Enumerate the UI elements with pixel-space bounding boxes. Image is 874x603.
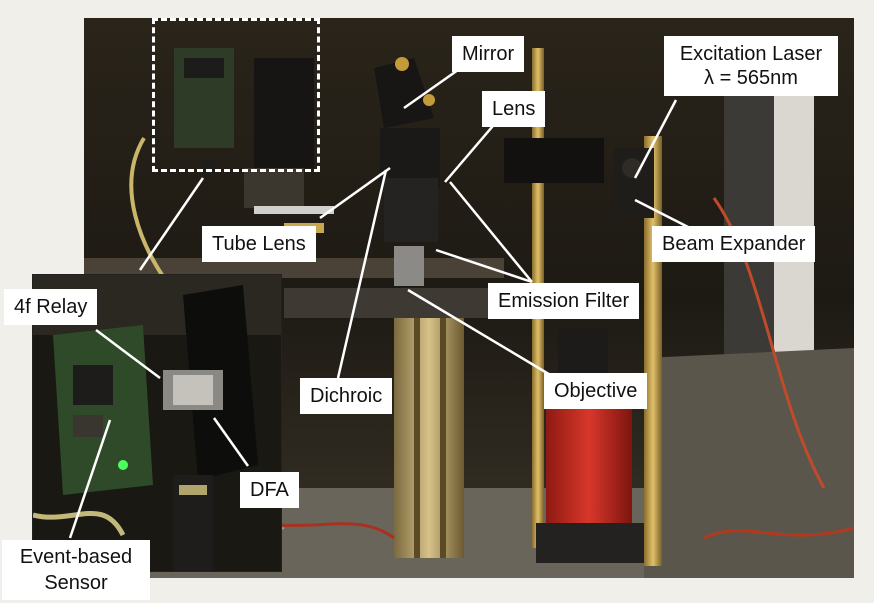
objective-label: Objective xyxy=(544,373,648,409)
objective-pointer xyxy=(407,288,553,378)
inset-to-box-pointer xyxy=(138,177,205,271)
emission-filter-pointer-b xyxy=(435,248,533,284)
beam-expander-pointer xyxy=(634,198,691,230)
dichroic-pointer xyxy=(336,169,388,379)
event-sensor-label: Event-based Sensor xyxy=(2,540,150,600)
mirror-label: Mirror xyxy=(452,36,525,72)
emission-filter-label: Emission Filter xyxy=(488,283,640,319)
tube-lens-pointer xyxy=(319,166,391,220)
excitation-laser-label: Excitation Laser λ = 565nm xyxy=(664,36,838,96)
emission-filter-pointer-a xyxy=(449,181,533,283)
excitation-laser-label-line1: Excitation Laser xyxy=(679,43,823,65)
sensor-pointer xyxy=(68,419,112,539)
dichroic-label: Dichroic xyxy=(300,378,393,414)
four-f-relay-label: 4f Relay xyxy=(4,289,98,325)
4f-relay-pointer xyxy=(95,329,161,379)
relay-highlight-box xyxy=(152,18,320,172)
dfa-pointer xyxy=(212,417,250,467)
event-sensor-label-line2: Sensor xyxy=(44,572,108,594)
laser-pointer xyxy=(633,99,678,179)
mirror-pointer xyxy=(403,68,459,110)
beam-expander-label: Beam Expander xyxy=(652,226,816,262)
lens-label: Lens xyxy=(482,91,546,127)
lens-pointer xyxy=(444,119,499,183)
tube-lens-label: Tube Lens xyxy=(202,226,316,262)
dfa-label: DFA xyxy=(240,472,299,508)
event-sensor-label-line1: Event-based xyxy=(19,546,133,568)
excitation-laser-label-line2: λ = 565nm xyxy=(704,67,798,89)
